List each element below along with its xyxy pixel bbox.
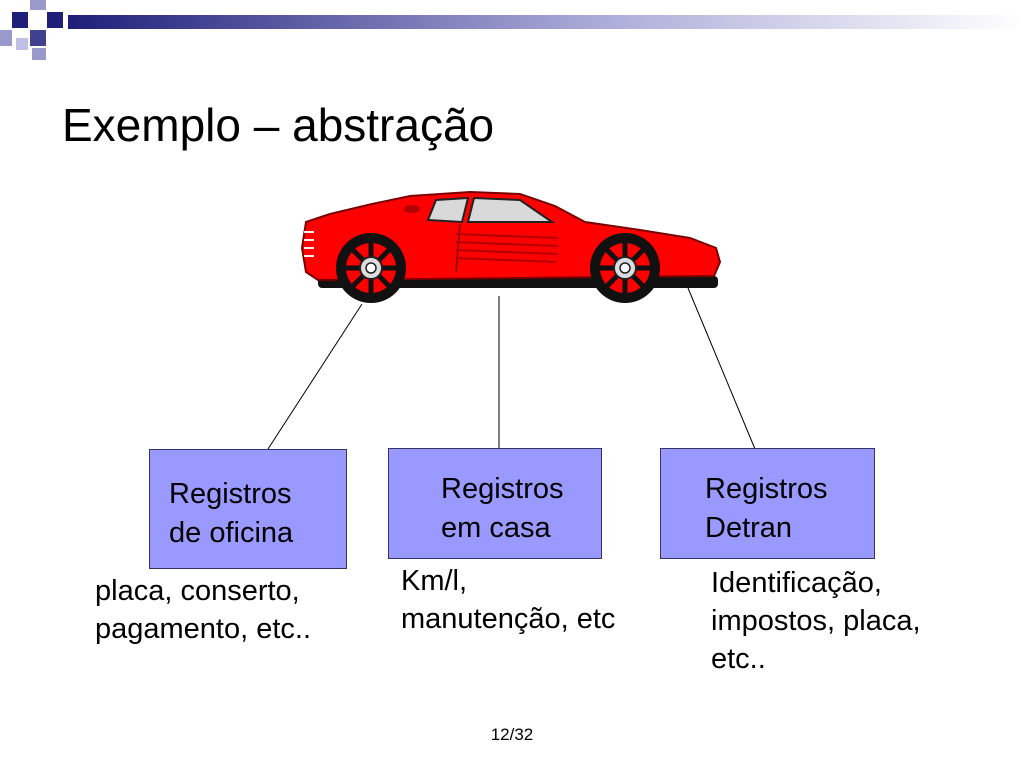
box-oficina-line1: Registros — [169, 478, 292, 510]
note-casa-line2: manutenção, etc — [401, 603, 616, 635]
sports-car-illustration — [300, 190, 722, 303]
box-registros-oficina: Registros de oficina — [149, 449, 347, 569]
box-casa-line2: em casa — [441, 512, 551, 544]
box-casa-line1: Registros — [441, 473, 564, 505]
box-detran-line2: Detran — [705, 512, 793, 544]
note-casa-line1: Km/l, — [401, 565, 468, 597]
note-oficina-line1: placa, conserto, — [95, 575, 300, 607]
note-detran-line1: Identificação, — [711, 567, 882, 599]
note-casa: Km/l, manutenção, etc — [401, 562, 615, 638]
note-detran-line2: impostos, placa, — [711, 605, 921, 637]
note-detran-line3: etc.. — [711, 643, 766, 675]
connector-line-oficina — [267, 303, 363, 450]
page-number: 12/32 — [490, 725, 534, 744]
slide-title: Exemplo – abstração — [62, 99, 495, 151]
box-registros-casa: Registros em casa — [388, 448, 602, 559]
box-registros-detran: Registros Detran — [660, 448, 875, 559]
note-detran: Identificação, impostos, placa, etc.. — [711, 564, 921, 678]
header-decoration — [0, 0, 1024, 60]
car-wheel-rear — [590, 233, 660, 303]
box-oficina-line2: de oficina — [169, 517, 294, 549]
note-oficina: placa, conserto, pagamento, etc.. — [95, 572, 311, 648]
connector-line-detran — [687, 287, 756, 450]
header-gradient-band — [68, 15, 1024, 29]
box-detran-line1: Registros — [705, 473, 828, 505]
car-wheel-front — [336, 233, 406, 303]
note-oficina-line2: pagamento, etc.. — [95, 613, 312, 645]
